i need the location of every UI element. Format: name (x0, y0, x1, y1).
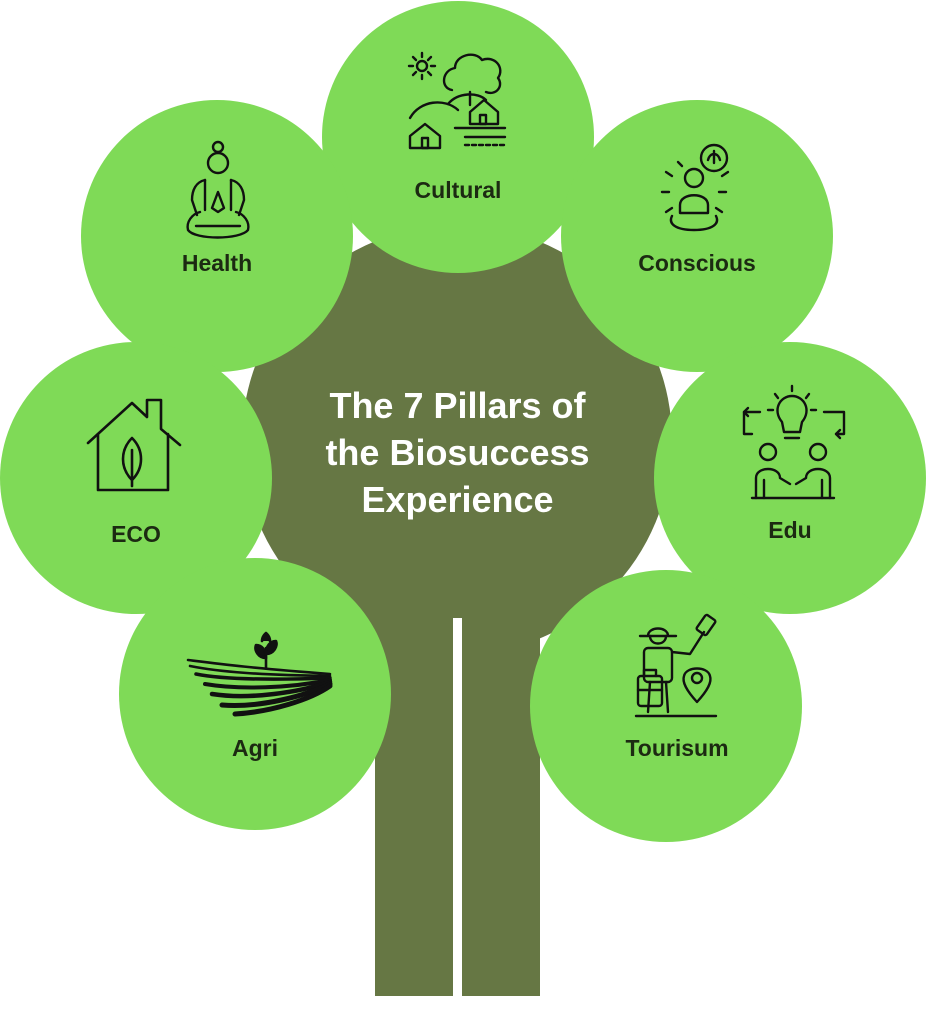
pillar-label-health: Health (181, 250, 253, 276)
circle-tourisum (530, 570, 802, 842)
traveler-location-icon (634, 613, 718, 718)
circle-eco (0, 342, 272, 614)
idea-exchange-icon (742, 384, 846, 500)
pillar-label-tourisum: Tourisum (625, 735, 729, 761)
meditation-woman-icon (186, 140, 250, 239)
pillar-label-agri: Agri (232, 735, 278, 761)
title-line-1: The 7 Pillars of (329, 385, 586, 426)
farm-field-sprout-icon (186, 631, 333, 717)
pillar-label-edu: Edu (768, 517, 812, 543)
circle-edu (654, 342, 926, 614)
tree-trunk (242, 225, 672, 998)
pillar-label-cultural: Cultural (414, 177, 502, 203)
eco-house-leaf-icon (86, 398, 182, 492)
circle-conscious (561, 100, 833, 372)
pillar-label-eco: ECO (111, 521, 161, 547)
title-line-2: the Biosuccess (325, 432, 590, 473)
village-landscape-icon (407, 51, 507, 150)
pillar-label-conscious: Conscious (638, 250, 756, 276)
circle-health (81, 100, 353, 372)
title-line-3: Experience (361, 479, 554, 520)
circle-cultural (322, 1, 594, 273)
diagram-title: The 7 Pillars of the Biosuccess Experien… (250, 382, 665, 523)
mindful-person-icon (660, 143, 730, 232)
